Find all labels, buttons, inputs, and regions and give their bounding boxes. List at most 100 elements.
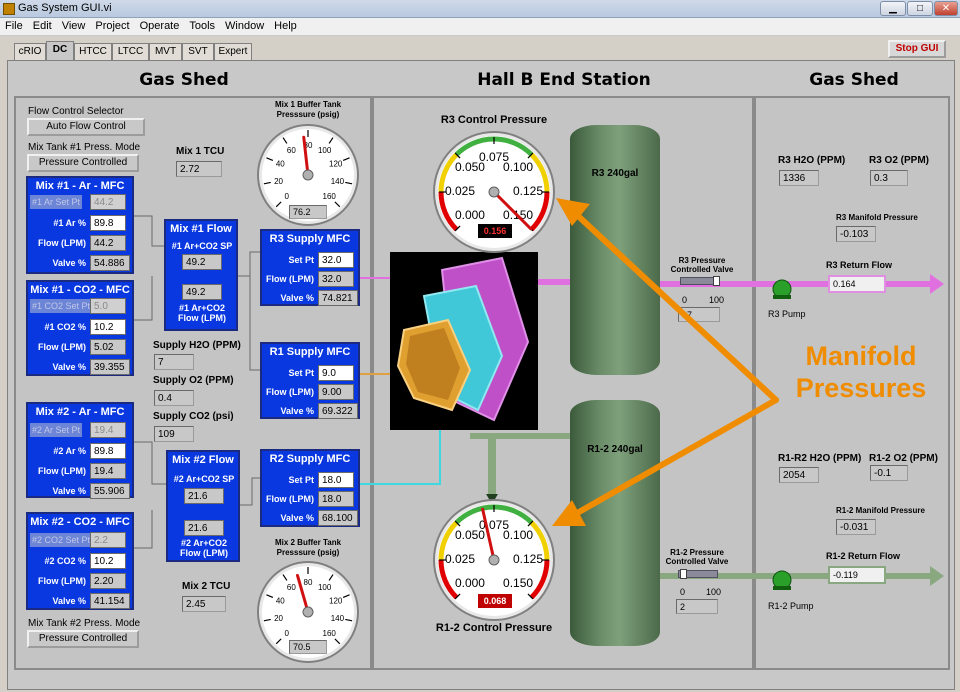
mix1-ar-sp[interactable]: 44.2	[90, 194, 126, 210]
r12-valve-label: R1-2 Pressure Controlled Valve	[665, 548, 729, 566]
mix2-co2-pct[interactable]: 10.2	[90, 553, 126, 569]
manifold-pressures-annotation: Manifold Pressures	[795, 341, 927, 403]
gauge-tick-label: 20	[274, 177, 283, 186]
mix1-co2-sp[interactable]: 5.0	[90, 298, 126, 314]
r3-valve-slider[interactable]	[680, 276, 720, 286]
close-button[interactable]: ✕	[934, 1, 958, 16]
menu-operate[interactable]: Operate	[139, 20, 180, 32]
r2-mfc-title: R2 Supply MFC	[269, 453, 351, 465]
gauge-tick	[345, 618, 353, 622]
window-title: Gas System GUI.vi	[18, 2, 112, 14]
mix1-co2-pct[interactable]: 10.2	[90, 319, 126, 335]
mix2-ar-sp-label: #2 Ar Set Pt	[30, 423, 83, 437]
gauge-range-band	[438, 152, 459, 193]
r12-valve-slider[interactable]	[678, 569, 718, 579]
menu-project[interactable]: Project	[95, 20, 130, 32]
mix1-flow-sp: 49.2	[182, 254, 222, 270]
r12-return-label: R1-2 Return Flow	[826, 551, 901, 561]
mix1-co2-title: Mix #1 - CO2 - MFC	[30, 284, 130, 296]
auto-flow-control-button[interactable]: Auto Flow Control	[27, 118, 145, 136]
gauge-tick-label: 0	[285, 629, 290, 638]
gauge-tick-label: 0.025	[445, 184, 475, 198]
r12-return-value: -0.119	[828, 566, 886, 584]
mix2-ar-pct-label: #2 Ar %	[53, 446, 86, 456]
flow-selector-label: Flow Control Selector	[28, 106, 124, 117]
gauge-needle	[492, 190, 533, 231]
r1-mfc-valve-label: Valve %	[280, 406, 314, 416]
gauge-tick-label: 0.100	[503, 528, 533, 542]
mix2-ar-valve-label: Valve %	[52, 486, 86, 496]
r2-mfc-flow: 18.0	[318, 491, 354, 507]
tab-mvt[interactable]: MVT	[149, 43, 182, 60]
mix1-ar-pct[interactable]: 89.8	[90, 215, 126, 231]
minimize-button[interactable]: ▁	[880, 1, 906, 16]
tab-expert[interactable]: Expert	[214, 43, 252, 60]
tab-svt[interactable]: SVT	[182, 43, 214, 60]
gauge-needle	[296, 573, 310, 614]
menu-help[interactable]: Help	[274, 20, 297, 32]
mix2-ar-sp[interactable]: 19.4	[90, 422, 126, 438]
r3-mfc-valve-label: Valve %	[280, 293, 314, 303]
gauge-tick-label: 100	[318, 146, 332, 155]
r3-valve-value: 97	[678, 307, 720, 322]
tab-dc[interactable]: DC	[46, 41, 74, 61]
gauge-tick-label: 120	[329, 160, 343, 169]
gauge-tick-label: 0.075	[479, 150, 509, 164]
r3-valve-slider-thumb[interactable]	[713, 276, 720, 286]
gauge-tick-label: 80	[304, 578, 313, 587]
gauge-tick-label: 20	[274, 614, 283, 623]
r12-valve-slider-thumb[interactable]	[679, 569, 687, 579]
gauge-tick-label: 0	[285, 192, 290, 201]
mix2-mode-button[interactable]: Pressure Controlled	[27, 630, 139, 648]
menu-edit[interactable]: Edit	[32, 20, 52, 32]
r3-gauge-value: 0.156	[478, 224, 512, 238]
tab-crio[interactable]: cRIO	[14, 43, 46, 60]
mix1-mode-button[interactable]: Pressure Controlled	[27, 154, 139, 172]
r3-mfc-flow: 32.0	[318, 271, 354, 287]
r12-valve-max: 100	[706, 587, 722, 597]
mix2-co2-sp[interactable]: 2.2	[90, 532, 126, 548]
r3-mfc-sp[interactable]: 32.0	[318, 252, 354, 268]
gauge-tick-label: 140	[331, 177, 345, 186]
r3-valve-max: 100	[709, 295, 725, 305]
gauge-tick	[454, 152, 461, 159]
mix1-ar-mfc: Mix #1 - Ar - MFC #1 Ar Set Pt 44.2 #1 A…	[26, 176, 134, 274]
r2-mfc-sp[interactable]: 18.0	[318, 472, 354, 488]
r12-manifold-label: R1-2 Manifold Pressure	[836, 506, 925, 515]
mix2-tcu-label: Mix 2 TCU	[182, 581, 231, 592]
gauge-hub	[488, 186, 500, 198]
r1-mfc-sp[interactable]: 9.0	[318, 365, 354, 381]
r3-valve-label: R3 Pressure Controlled Valve	[670, 256, 734, 274]
title-bar: Gas System GUI.vi ▁ □ ✕	[0, 0, 960, 18]
gauge-range-band	[529, 152, 550, 193]
r3-pump-icon	[770, 278, 794, 300]
gauge-tick	[266, 594, 274, 599]
buffer1-value: 76.2	[289, 205, 327, 219]
mix1-co2-flow-label: Flow (LPM)	[38, 342, 86, 352]
stop-gui-button[interactable]: Stop GUI	[888, 40, 946, 58]
gauge-range-band	[529, 520, 550, 561]
maximize-button[interactable]: □	[907, 1, 933, 16]
r12-pump-label: R1-2 Pump	[768, 601, 814, 611]
mix1-ar-valve-label: Valve %	[52, 258, 86, 268]
mix2-flow-sp: 21.6	[184, 488, 224, 504]
gauge-tick-label: 60	[287, 146, 296, 155]
tab-htcc[interactable]: HTCC	[74, 43, 112, 60]
r2-supply-mfc: R2 Supply MFC Set Pt 18.0 Flow (LPM) 18.…	[260, 449, 360, 527]
gauge-tick	[334, 638, 341, 645]
r2-mfc-valve: 68.100	[318, 510, 358, 526]
center-section-title: Hall B End Station	[477, 70, 651, 90]
gauge-tick	[263, 618, 271, 622]
mix2-ar-title: Mix #2 - Ar - MFC	[35, 406, 125, 418]
menu-window[interactable]: Window	[225, 20, 265, 32]
gauge-tick	[527, 520, 534, 527]
tab-ltcc[interactable]: LTCC	[112, 43, 149, 60]
gauge-needle	[481, 507, 496, 562]
mix2-ar-pct[interactable]: 89.8	[90, 443, 126, 459]
gauge-tick-label: 0.125	[513, 184, 543, 198]
menu-tools[interactable]: Tools	[189, 20, 216, 32]
mix2-mode-label: Mix Tank #2 Press. Mode	[28, 618, 141, 629]
mix2-co2-sp-label: #2 CO2 Set Pt	[30, 533, 93, 547]
menu-view[interactable]: View	[61, 20, 86, 32]
menu-file[interactable]: File	[5, 20, 23, 32]
